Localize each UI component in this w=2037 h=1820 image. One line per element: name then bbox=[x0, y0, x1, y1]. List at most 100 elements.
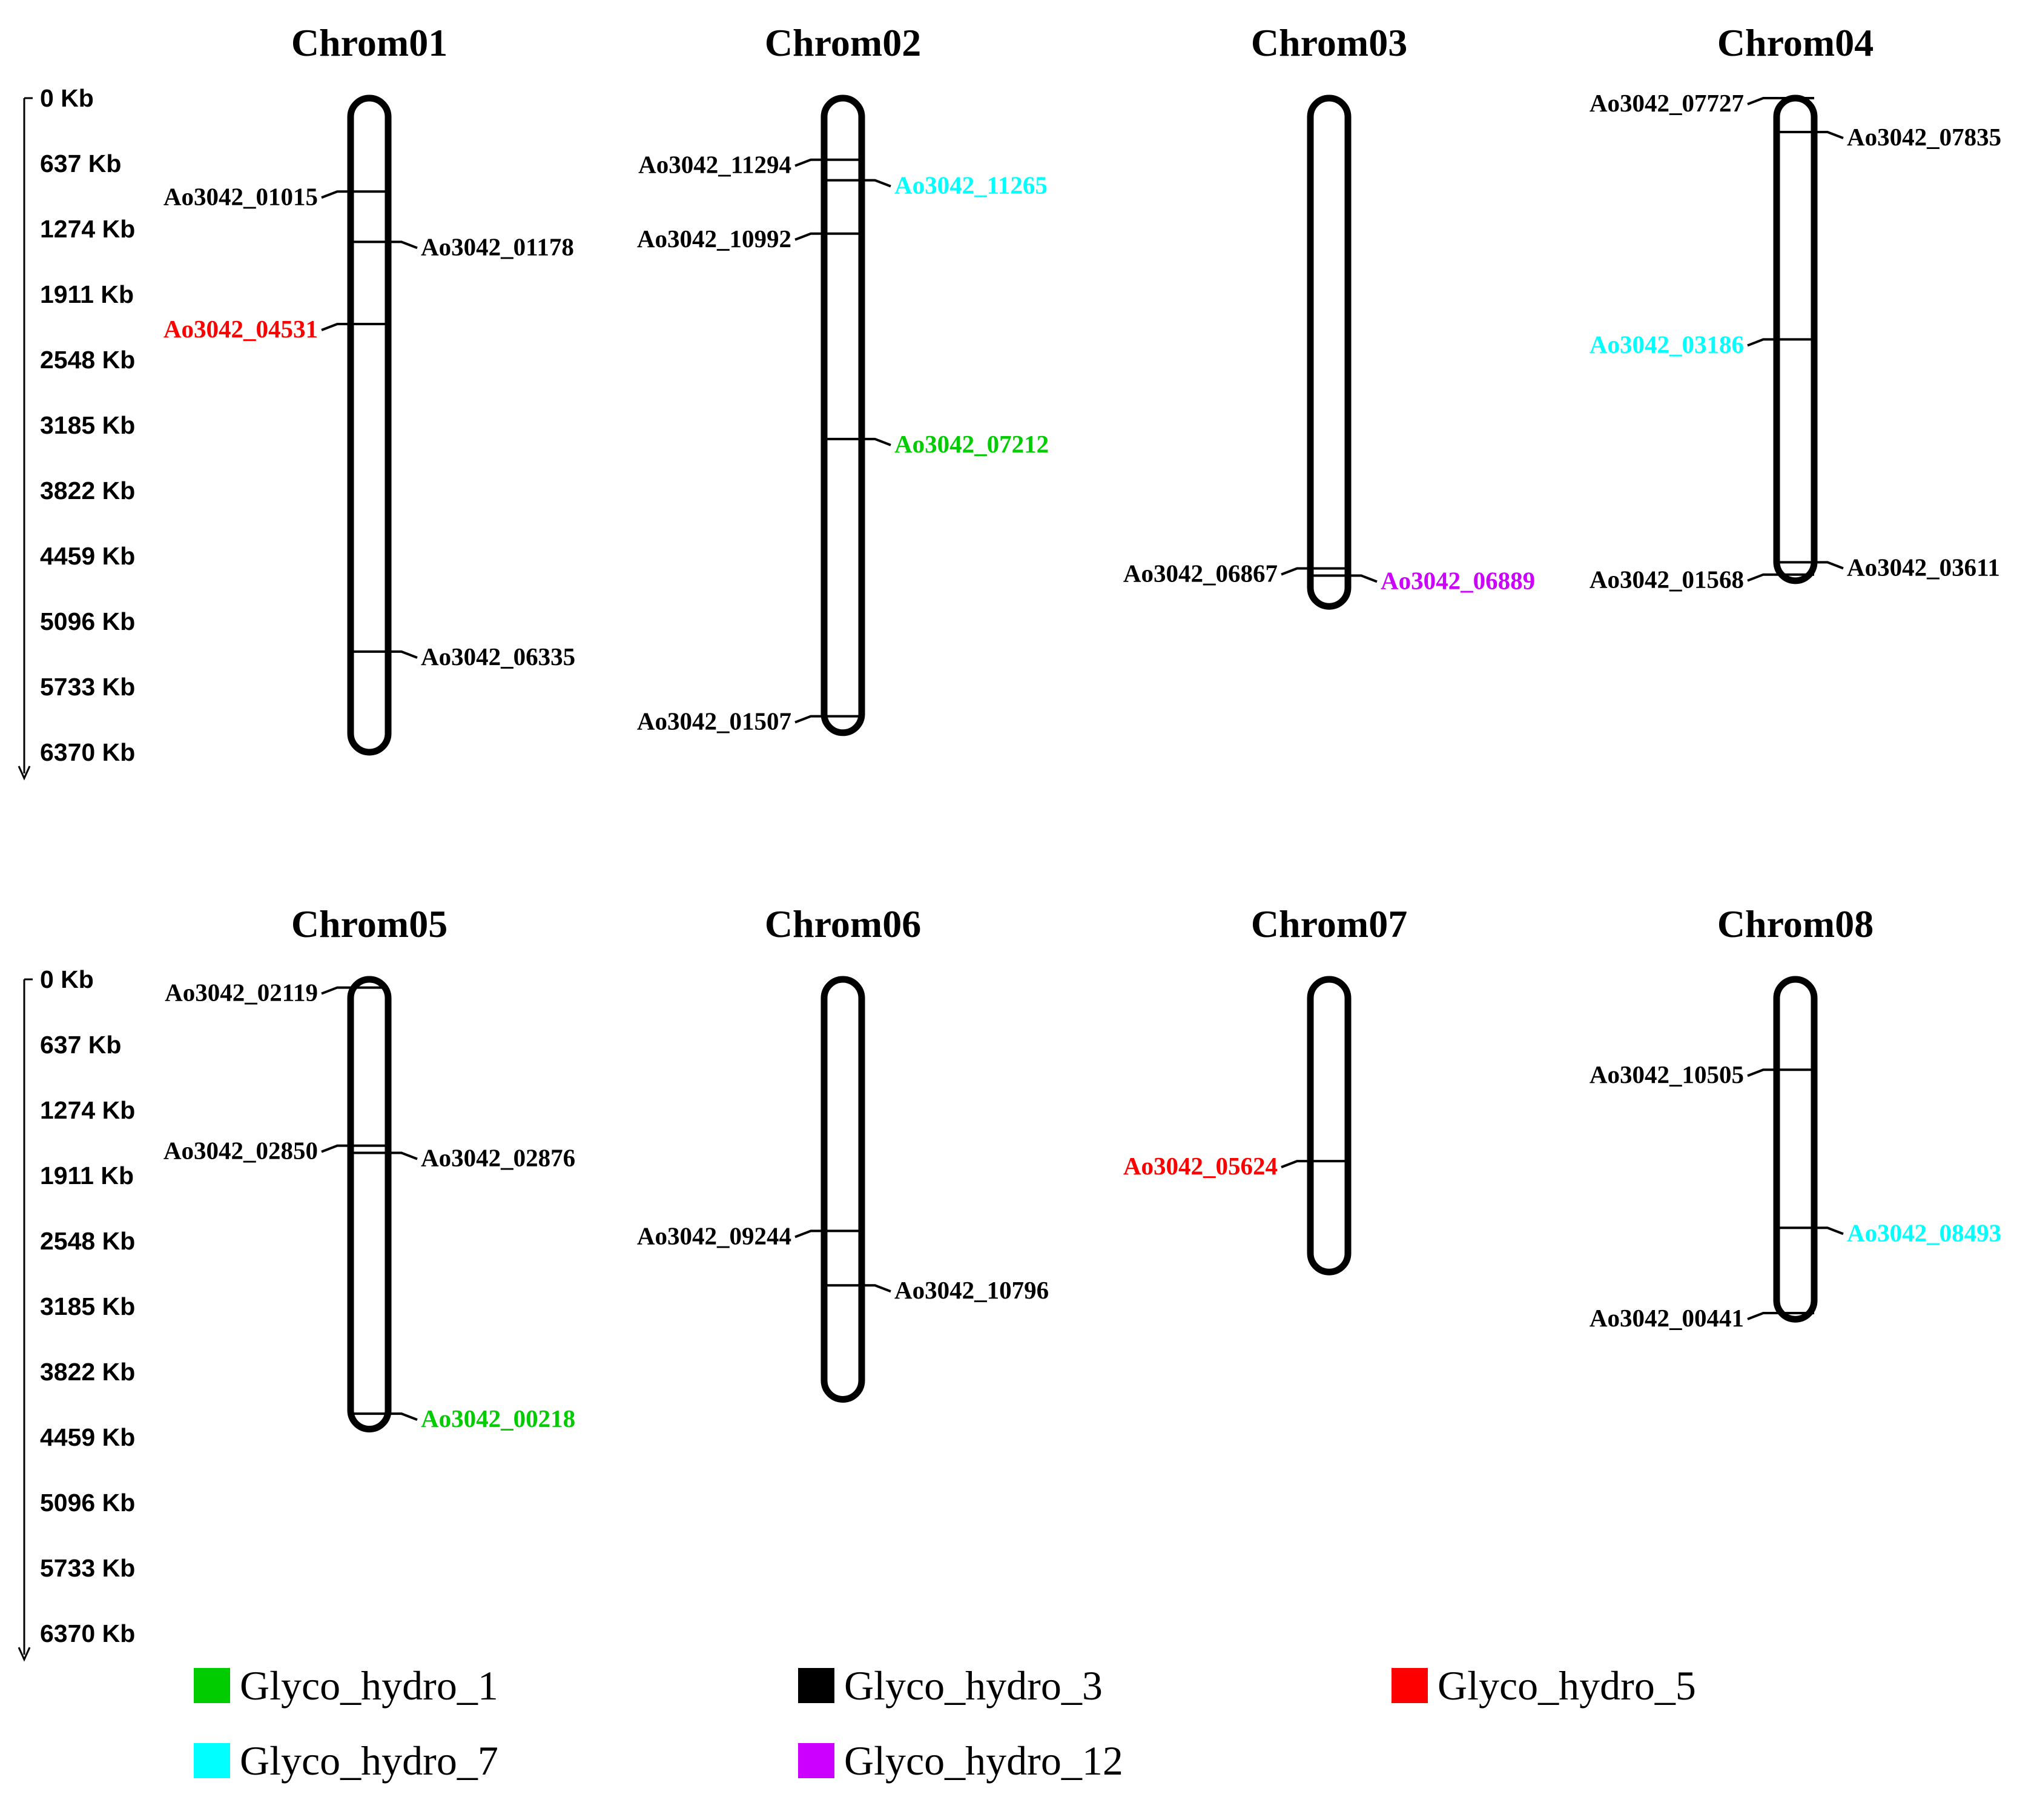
gene-marker: Ao3042_01568 bbox=[1590, 566, 1814, 594]
gene-connector bbox=[321, 1144, 351, 1153]
chromosome-chrom04: Chrom04Ao3042_07727Ao3042_03186Ao3042_01… bbox=[1590, 21, 2001, 594]
legend-swatch bbox=[798, 1743, 834, 1778]
scale-tick-label: 3822 Kb bbox=[40, 1358, 135, 1386]
gene-marker: Ao3042_01507 bbox=[637, 707, 862, 735]
gene-marker: Ao3042_10505 bbox=[1590, 1061, 1814, 1088]
scale-tick-label: 4459 Kb bbox=[40, 1423, 135, 1451]
scale-tick-label: 0 Kb bbox=[40, 84, 94, 112]
gene-marker: Ao3042_01178 bbox=[351, 233, 574, 260]
scale-tick-label: 6370 Kb bbox=[40, 738, 135, 766]
chromosome-title: Chrom05 bbox=[291, 902, 447, 945]
gene-label: Ao3042_07727 bbox=[1590, 89, 1744, 117]
gene-connector bbox=[321, 986, 351, 995]
gene-connector bbox=[388, 1412, 418, 1421]
gene-connector bbox=[1281, 567, 1310, 576]
gene-label: Ao3042_01568 bbox=[1590, 566, 1744, 594]
gene-label: Ao3042_06867 bbox=[1123, 560, 1278, 587]
scale-tick-label: 2548 Kb bbox=[40, 346, 135, 374]
gene-label: Ao3042_08493 bbox=[1847, 1219, 2001, 1246]
legend-label: Glyco_hydro_3 bbox=[844, 1663, 1103, 1709]
gene-label: Ao3042_01178 bbox=[421, 233, 574, 260]
gene-marker: Ao3042_02850 bbox=[163, 1137, 388, 1165]
legend-label: Glyco_hydro_7 bbox=[240, 1738, 498, 1784]
gene-marker: Ao3042_03186 bbox=[1590, 330, 1814, 358]
legend-item: Glyco_hydro_7 bbox=[194, 1738, 498, 1784]
gene-connector bbox=[1747, 1068, 1777, 1077]
gene-connector bbox=[862, 179, 891, 188]
legend-item: Glyco_hydro_1 bbox=[194, 1663, 498, 1709]
chromosome-chrom02: Chrom02Ao3042_11294Ao3042_10992Ao3042_01… bbox=[637, 21, 1049, 736]
scale-tick-label: 1274 Kb bbox=[40, 1096, 135, 1124]
gene-label: Ao3042_06335 bbox=[421, 643, 575, 670]
gene-marker: Ao3042_07212 bbox=[824, 430, 1049, 458]
gene-connector bbox=[1747, 97, 1777, 105]
gene-connector bbox=[388, 650, 418, 659]
gene-connector bbox=[1814, 130, 1844, 139]
scale-tick-label: 1911 Kb bbox=[40, 1162, 134, 1190]
gene-marker: Ao3042_11294 bbox=[638, 151, 862, 179]
legend-swatch bbox=[798, 1668, 834, 1703]
gene-marker: Ao3042_04531 bbox=[163, 315, 388, 343]
gene-connector bbox=[321, 322, 351, 331]
gene-marker: Ao3042_06335 bbox=[351, 643, 575, 670]
scale-tick-label: 3185 Kb bbox=[40, 411, 135, 439]
scale-tick-label: 5733 Kb bbox=[40, 673, 135, 701]
axis-arrow-icon bbox=[18, 1647, 31, 1662]
scale-tick-label: 0 Kb bbox=[40, 965, 94, 993]
legend-item: Glyco_hydro_3 bbox=[798, 1663, 1103, 1709]
gene-marker: Ao3042_07727 bbox=[1590, 89, 1814, 117]
gene-marker: Ao3042_05624 bbox=[1123, 1152, 1348, 1180]
gene-label: Ao3042_10505 bbox=[1590, 1061, 1744, 1088]
scale-tick-label: 5096 Kb bbox=[40, 1489, 135, 1517]
gene-marker: Ao3042_06889 bbox=[1310, 566, 1535, 594]
chromosome-title: Chrom08 bbox=[1717, 902, 1874, 945]
scale-tick-label: 637 Kb bbox=[40, 1031, 121, 1059]
gene-marker: Ao3042_00218 bbox=[351, 1405, 575, 1432]
gene-connector bbox=[1348, 574, 1378, 583]
gene-label: Ao3042_01015 bbox=[163, 182, 318, 210]
gene-label: Ao3042_11265 bbox=[894, 171, 1048, 199]
gene-connector bbox=[862, 437, 891, 446]
gene-connector bbox=[794, 715, 824, 724]
chromosome-title: Chrom04 bbox=[1717, 21, 1874, 64]
gene-label: Ao3042_10992 bbox=[637, 225, 791, 253]
legend-swatch bbox=[194, 1668, 230, 1703]
chromosome-body bbox=[347, 976, 392, 1433]
gene-marker: Ao3042_06867 bbox=[1123, 560, 1348, 587]
gene-marker: Ao3042_11265 bbox=[824, 171, 1048, 199]
gene-label: Ao3042_02876 bbox=[421, 1144, 575, 1172]
chromosome-body bbox=[347, 94, 392, 756]
gene-label: Ao3042_01507 bbox=[637, 707, 791, 735]
scale-tick-label: 637 Kb bbox=[40, 150, 121, 177]
chromosome-body bbox=[1307, 976, 1352, 1276]
gene-label: Ao3042_00441 bbox=[1590, 1304, 1744, 1332]
gene-marker: Ao3042_00441 bbox=[1590, 1304, 1814, 1332]
gene-label: Ao3042_07212 bbox=[894, 430, 1049, 458]
gene-label: Ao3042_11294 bbox=[638, 151, 791, 179]
gene-connector bbox=[388, 1151, 418, 1160]
gene-marker: Ao3042_10796 bbox=[824, 1276, 1049, 1304]
chromosome-body bbox=[1773, 976, 1818, 1323]
chromosome-body bbox=[1307, 94, 1352, 610]
gene-label: Ao3042_04531 bbox=[163, 315, 318, 343]
gene-connector bbox=[862, 1284, 891, 1293]
scale-tick-label: 4459 Kb bbox=[40, 542, 135, 570]
gene-marker: Ao3042_08493 bbox=[1777, 1219, 2001, 1246]
gene-label: Ao3042_02850 bbox=[163, 1137, 318, 1165]
gene-connector bbox=[1747, 338, 1777, 347]
chromosome-body bbox=[820, 976, 865, 1403]
legend-label: Glyco_hydro_5 bbox=[1438, 1663, 1696, 1709]
gene-label: Ao3042_10796 bbox=[894, 1276, 1049, 1304]
chromosome-title: Chrom01 bbox=[291, 21, 447, 64]
gene-marker: Ao3042_10992 bbox=[637, 225, 862, 253]
scale-tick-label: 1274 Kb bbox=[40, 215, 135, 243]
gene-connector bbox=[388, 240, 418, 250]
legend-label: Glyco_hydro_12 bbox=[844, 1738, 1123, 1784]
gene-marker: Ao3042_07835 bbox=[1777, 123, 2001, 151]
gene-connector bbox=[794, 1229, 824, 1239]
